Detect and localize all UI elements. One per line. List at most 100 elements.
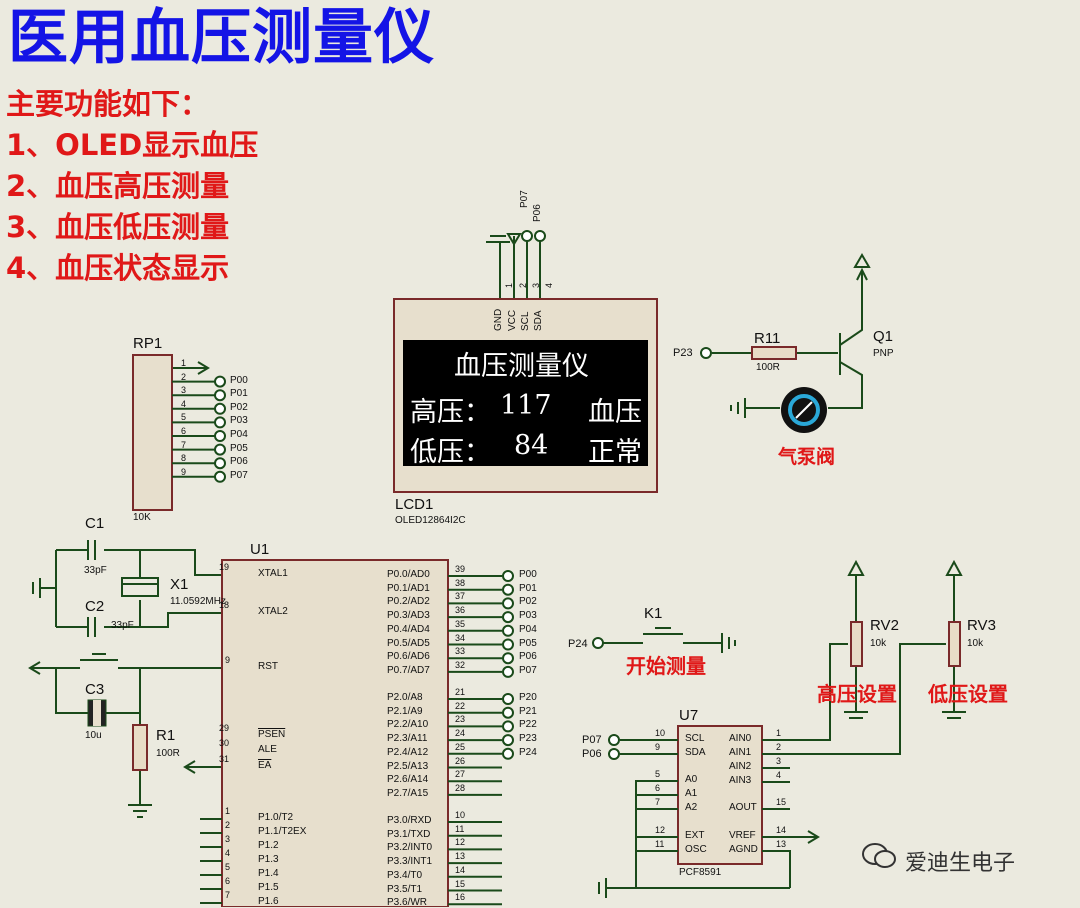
- rp1-terminal: [214, 470, 226, 483]
- mcu-pin-name: EA: [258, 760, 272, 771]
- rp1-net-label: P00: [230, 374, 248, 386]
- rp1-terminal: [214, 457, 226, 470]
- mcu-pin-num: 25: [455, 741, 466, 752]
- mcu-pin-name: P2.5/A13: [387, 760, 429, 772]
- lcd-pin-sda: SDA: [533, 310, 544, 331]
- mcu-net-label: P00: [519, 569, 537, 580]
- mcu-pin-num: 33: [455, 646, 466, 657]
- pump-label: 气泵阀: [778, 446, 836, 468]
- mcu-pin-num: 26: [455, 755, 466, 766]
- rv3-ref: RV3: [967, 617, 996, 634]
- mcu-terminal: [502, 747, 514, 760]
- mcu-net-label: P05: [519, 637, 537, 649]
- u7-pin-num: 11: [655, 839, 665, 849]
- mcu-pin-name: P3.3/INT1: [387, 856, 433, 868]
- mcu-net-label: P07: [519, 664, 537, 676]
- mcu-terminal: [502, 638, 514, 651]
- wechat-icon: [862, 843, 896, 869]
- page-title: 医用血压测量仪: [8, 3, 435, 73]
- r1-ref: R1: [156, 727, 176, 744]
- mcu-net-label: P24: [519, 746, 537, 758]
- mcu-pin-num: 4: [225, 848, 231, 858]
- mcu-terminal: [502, 597, 514, 610]
- mcu-pin-num: 5: [225, 862, 231, 872]
- rv2-label[interactable]: 高压设置: [817, 682, 897, 706]
- rp1-terminal: [214, 402, 226, 415]
- rp1-net-label: P06: [230, 456, 248, 468]
- mcu-pin-name: P1.0/T2: [258, 812, 294, 823]
- u7-pin-num: 4: [776, 770, 782, 780]
- mcu-pin-num: 27: [455, 769, 466, 780]
- rp1-pin-num: 9: [181, 466, 187, 477]
- mcu-net-label: P04: [519, 623, 537, 635]
- mcu-pin-name: ALE: [258, 744, 277, 755]
- rp1-net-label: P02: [230, 401, 248, 413]
- mcu-terminal: [502, 734, 514, 747]
- k1-label[interactable]: 开始测量: [626, 654, 706, 678]
- mcu-net-label: P23: [519, 733, 537, 745]
- q1-ref: Q1: [873, 328, 894, 345]
- mcu-pin-name: P3.5/T1: [387, 883, 423, 895]
- u7-pin-num: 10: [655, 728, 666, 738]
- mcu-pin-num: 22: [455, 700, 466, 711]
- mcu-terminal: [502, 611, 514, 624]
- mcu-pin-name: P3.6/WR: [387, 897, 428, 908]
- rv3-label[interactable]: 低压设置: [928, 682, 1008, 706]
- mcu-net-label: P01: [519, 582, 537, 594]
- mcu-terminal: [502, 570, 514, 582]
- oled-low-label: 低压：: [410, 437, 491, 468]
- oled-title: 血压测量仪: [454, 351, 589, 382]
- rp1-pin-num: 3: [181, 385, 187, 396]
- rp1-pin-num: 7: [181, 439, 187, 450]
- mcu-pin-name: PSEN: [258, 729, 286, 740]
- u7-pin-num: 12: [655, 825, 666, 835]
- feature-item-4: 4、血压状态显示: [6, 251, 230, 285]
- mcu-terminal: [502, 583, 514, 596]
- mcu-pin-num: 12: [455, 837, 466, 848]
- u7-pin-name: AIN1: [729, 747, 752, 758]
- rp1-ref: RP1: [133, 335, 163, 352]
- oled-status-1: 血压: [588, 397, 642, 428]
- rp1-pin-num: 4: [181, 398, 187, 409]
- u7-pin-name: AIN3: [729, 775, 752, 786]
- lcd-pin-num-3: 3: [531, 282, 541, 288]
- mcu-pin-name: P2.6/A14: [387, 774, 429, 786]
- mcu-terminal: [502, 652, 514, 665]
- mcu-pin-name: P2.1/A9: [387, 705, 423, 717]
- u7-pin-name: A2: [685, 802, 698, 813]
- u7-pin-num: 6: [655, 783, 661, 793]
- rp1-net-label: P07: [230, 469, 248, 481]
- mcu-pin-num: 32: [455, 659, 466, 670]
- u7-pin-num: 3: [776, 756, 782, 766]
- mcu-pin-name: P3.0/RXD: [387, 815, 432, 826]
- lcd-net-p06: P06: [532, 204, 543, 222]
- rp1-net-label: P04: [230, 429, 248, 440]
- q1-type: PNP: [873, 348, 894, 359]
- mcu-pin-num: 34: [455, 632, 466, 643]
- u7-pin-num: 1: [776, 728, 782, 738]
- mcu-pin-num: 11: [455, 823, 465, 834]
- mcu-pin-num: 28: [455, 782, 466, 793]
- rp1-net-label: P05: [230, 442, 248, 454]
- mcu-pin-num: 23: [455, 714, 466, 725]
- mcu-terminal: [502, 624, 514, 637]
- pump-net: P23: [673, 347, 693, 359]
- rv3-value: 10k: [967, 638, 984, 649]
- oled-high-label: 高压：: [410, 397, 491, 428]
- mcu-net-label: P20: [519, 692, 537, 703]
- r1-value: 100R: [156, 748, 180, 759]
- rv2-ref: RV2: [870, 617, 899, 634]
- mcu-pin-name: P1.4: [258, 868, 279, 879]
- watermark-text: 爱迪生电子: [905, 851, 1016, 876]
- rp1-pin-num: 2: [181, 371, 187, 382]
- mcu-pin-num: 38: [455, 577, 466, 588]
- u7-pin-name: SDA: [685, 747, 706, 758]
- feature-item-3: 3、血压低压测量: [6, 210, 230, 244]
- lcd-pin-num-4: 4: [544, 282, 554, 288]
- mcu-pin-name: P1.5: [258, 882, 279, 893]
- features-heading: 主要功能如下：: [6, 87, 210, 121]
- mcu-pin-name: P2.0/A8: [387, 692, 423, 703]
- mcu-terminal: [502, 706, 514, 719]
- mcu-pin-name: P1.6: [258, 896, 279, 907]
- rp1-terminal: [214, 416, 226, 429]
